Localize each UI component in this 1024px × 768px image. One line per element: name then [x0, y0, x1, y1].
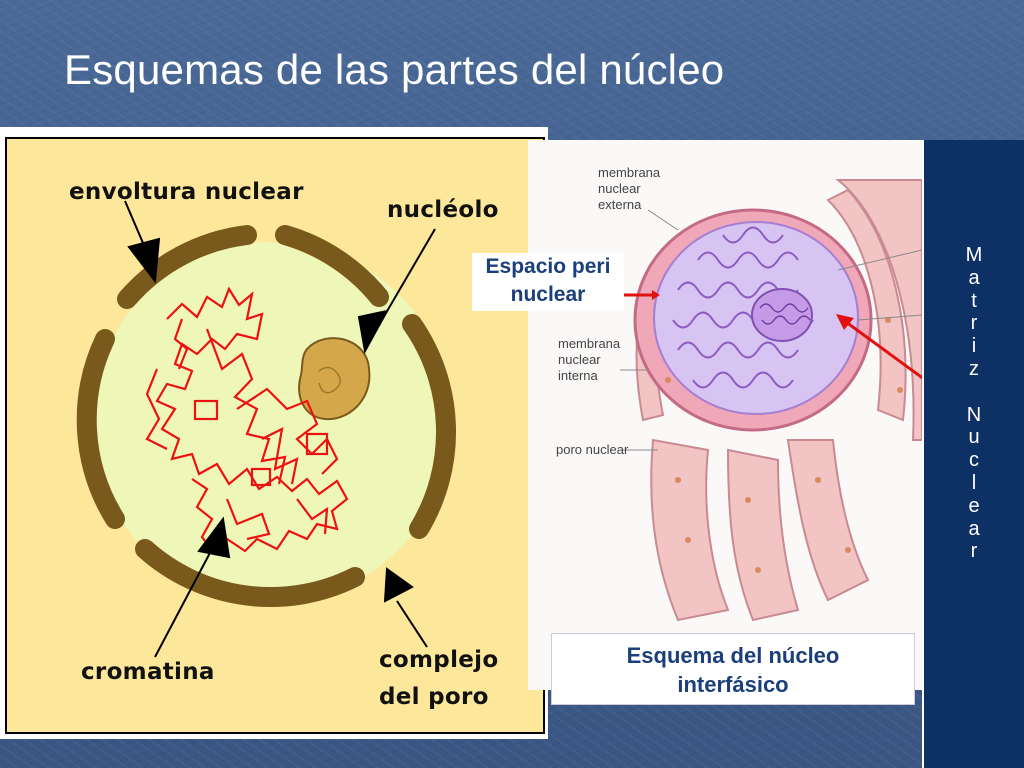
envelope-segment: [402, 314, 457, 539]
letter: z: [969, 357, 979, 380]
label-envoltura-nuclear: envoltura nuclear: [69, 179, 304, 205]
matriz-nuclear-column: M a t r i z N u c l e a r: [922, 140, 1024, 768]
nucleus-diagram-svg: [76, 200, 457, 658]
arrow-cromatina-line: [154, 548, 213, 658]
letter: a: [968, 517, 980, 540]
label-cromatina: cromatina: [81, 659, 215, 685]
label-membrana-externa-line2: nuclear: [598, 181, 641, 196]
matriz-arrow-head: [836, 314, 854, 330]
caption-line1: Esquema del núcleo: [626, 643, 840, 668]
label-complejo: complejo: [379, 647, 499, 673]
arrow-poro-line: [396, 600, 428, 648]
letter: r: [970, 312, 978, 335]
arrow-nucleolo-line: [378, 228, 436, 326]
slide-title: Esquemas de las partes del núcleo: [64, 46, 725, 93]
nucleolus-texture: [318, 366, 341, 394]
chromatin: [145, 286, 349, 556]
peri-arrow-head: [652, 290, 660, 300]
peri-line1: Espacio peri: [485, 255, 611, 278]
label-membrana-interna: membrana nuclear interna: [558, 336, 620, 384]
arrow-cromatina-head: [197, 516, 231, 559]
letter: M: [965, 244, 983, 266]
nucleus-diagram: envoltura nuclear nucléolo cromatina com…: [5, 137, 545, 734]
label-membrana-interna-line3: interna: [558, 368, 598, 383]
caption-line2: interfásico: [677, 672, 789, 697]
arrow-nucleolo-head: [357, 309, 389, 354]
matriz-nuclear-vertical-text: M a t r i z N u c l e a r: [924, 244, 1024, 563]
arrow-envoltura-head: [127, 237, 161, 284]
label-poro-nuclear: poro nuclear: [556, 442, 629, 457]
letter: t: [971, 289, 977, 312]
envelope-segment: [76, 329, 125, 529]
chromatin-loop: [250, 467, 272, 487]
peri-line2: nuclear: [510, 283, 586, 306]
left-diagram-frame: envoltura nuclear nucléolo cromatina com…: [0, 127, 548, 739]
er-tubule: [650, 438, 730, 622]
envelope-segment: [275, 225, 389, 307]
label-membrana-externa: membrana nuclear externa: [598, 165, 660, 213]
illustration-caption: Esquema del núcleo interfásico: [551, 633, 915, 705]
letter: l: [971, 471, 977, 494]
arrow-poro-head: [383, 567, 414, 603]
label-membrana-externa-line3: externa: [598, 197, 642, 212]
letter: u: [968, 426, 980, 449]
er-tubule: [786, 439, 870, 602]
interphase-nucleus-illustration: membrana nuclear externa membrana nuclea…: [528, 140, 922, 690]
er-tubule: [726, 448, 800, 622]
letter: c: [969, 449, 979, 472]
letter-spacer: [924, 381, 1024, 404]
envelope-segment: [135, 539, 365, 608]
chromatin-loop: [305, 432, 329, 456]
letter: i: [971, 335, 977, 358]
nucleolus-texture-illustration: [759, 303, 811, 325]
label-del-poro: del poro: [379, 684, 489, 710]
leader-lines: [620, 209, 922, 451]
label-membrana-interna-line2: nuclear: [558, 352, 601, 367]
label-nucleolo: nucléolo: [387, 197, 499, 223]
label-membrana-externa-line1: membrana: [598, 165, 661, 180]
illustration-svg: [620, 179, 922, 643]
pointer-arrows: [124, 200, 436, 658]
er-tubule: [826, 188, 907, 422]
chromatin-loop: [193, 399, 219, 421]
letter: r: [970, 540, 978, 563]
nucleolus: [298, 337, 371, 421]
letter: a: [968, 266, 980, 289]
label-membrana-interna-line1: membrana: [558, 336, 621, 351]
nuclear-envelope: [76, 225, 457, 608]
envelope-segment: [117, 225, 257, 309]
letter: e: [968, 494, 980, 517]
letter: N: [966, 403, 982, 426]
nucleolus-illustration: [751, 288, 813, 342]
espacio-perinuclear-label: Espacio peri nuclear: [472, 253, 624, 311]
